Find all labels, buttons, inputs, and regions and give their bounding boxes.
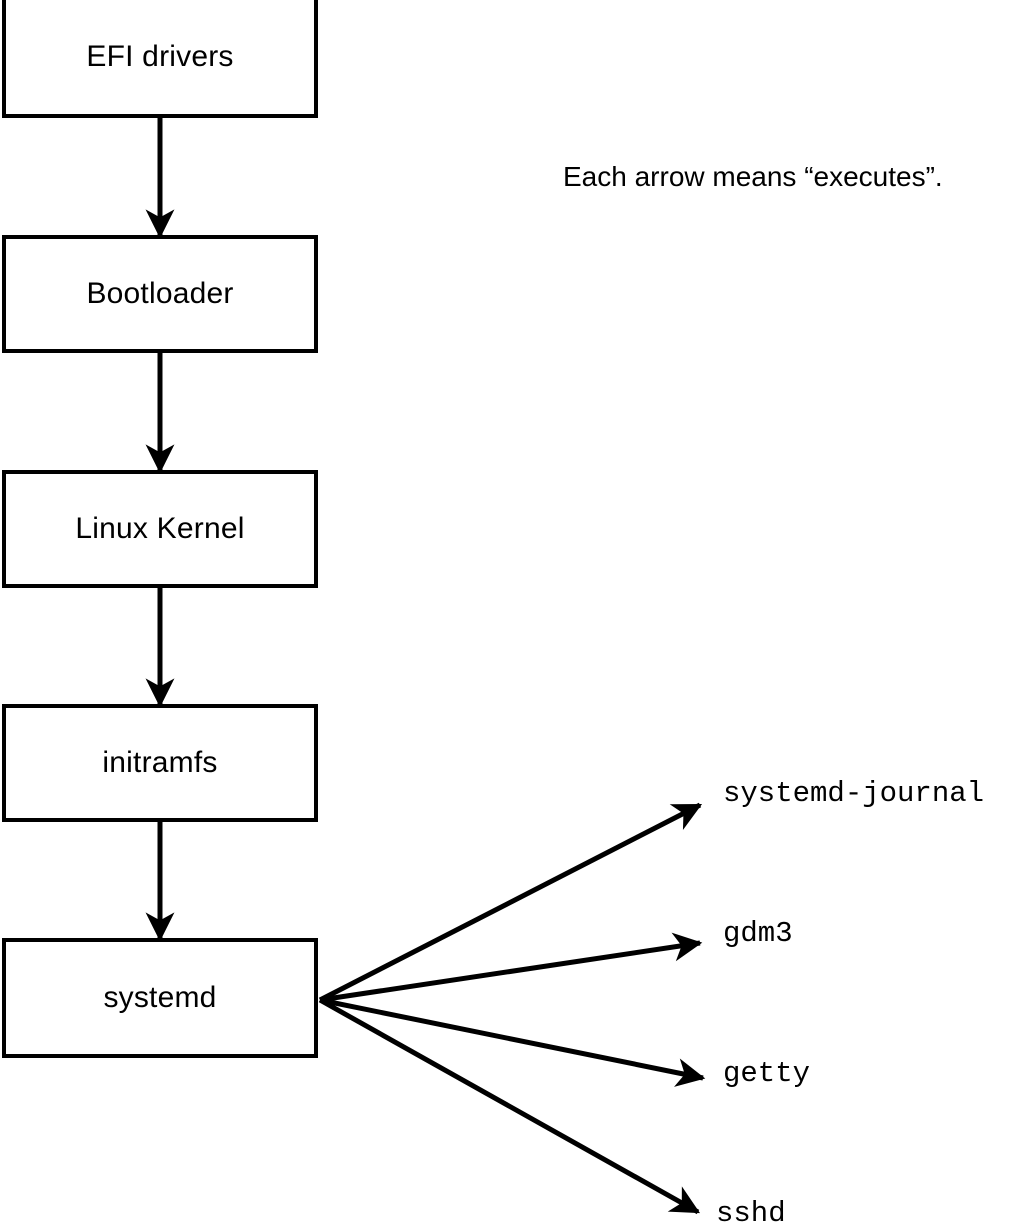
service-label-getty: getty: [723, 1057, 811, 1090]
fan-arrow-gdm3: [319, 932, 703, 1003]
stage-box-initramfs: initramfs: [2, 704, 318, 822]
fan-arrow-getty: [319, 997, 706, 1087]
legend-note: Each arrow means “executes”.: [563, 161, 943, 192]
service-label-sshd: sshd: [716, 1197, 786, 1230]
stage-box-systemd: systemd: [2, 938, 318, 1058]
stage-box-efi-drivers: EFI drivers: [2, 0, 318, 118]
fan-arrow-systemd-journal: [318, 802, 703, 1003]
stage-label-systemd: systemd: [103, 981, 217, 1014]
fan-arrow-sshd: [318, 997, 701, 1215]
stage-label-initramfs: initramfs: [102, 746, 218, 779]
service-label-systemd-journal: systemd-journal: [723, 777, 985, 810]
stage-box-linux-kernel: Linux Kernel: [2, 470, 318, 588]
stage-label-linux-kernel: Linux Kernel: [75, 512, 245, 545]
service-label-gdm3: gdm3: [723, 917, 793, 950]
stage-box-bootloader: Bootloader: [2, 235, 318, 353]
stage-label-bootloader: Bootloader: [86, 277, 234, 310]
stage-label-efi-drivers: EFI drivers: [86, 40, 234, 73]
